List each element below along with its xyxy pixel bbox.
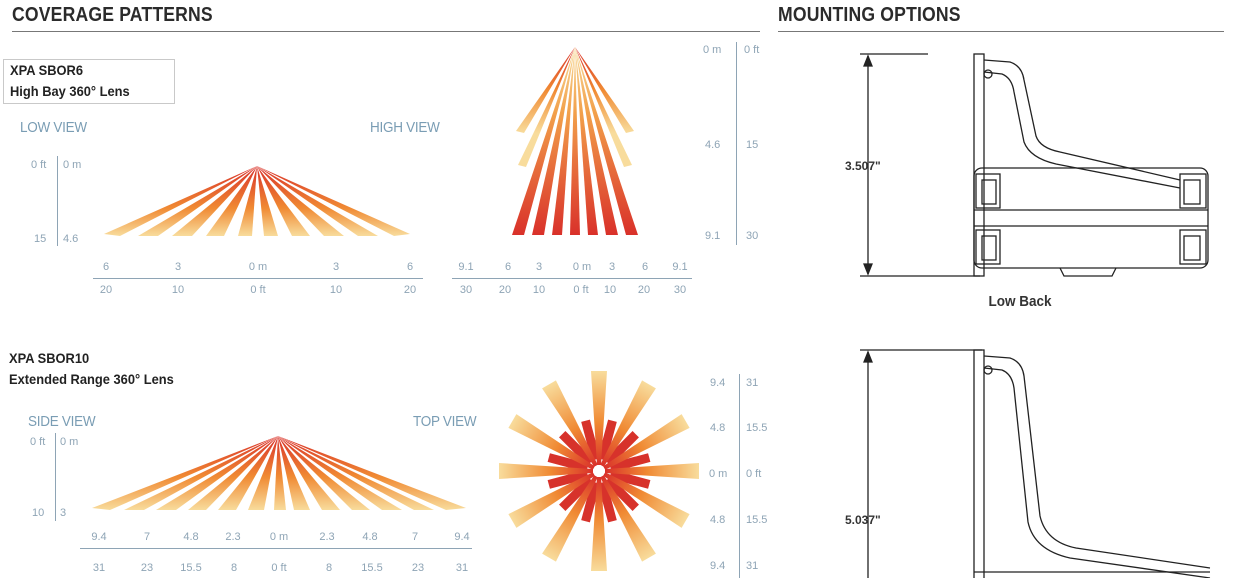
sbor6-lens-name: High Bay 360° Lens — [10, 83, 130, 99]
low-view-xft-3: 10 — [329, 284, 343, 296]
side-view-xft-5: 8 — [325, 562, 333, 574]
top-view-vft-1: 15.5 — [746, 422, 768, 434]
low-view-beam-fan — [104, 166, 410, 236]
top-view-vm-2: 0 m — [709, 468, 728, 480]
top-view-vm-4: 9.4 — [710, 560, 726, 572]
side-view-vm-1: 3 — [60, 507, 67, 519]
high-back-drawing — [860, 349, 1211, 578]
side-view-xm-8: 9.4 — [454, 531, 470, 543]
high-view-vm-0: 0 m — [703, 44, 722, 56]
side-view-vft-1: 10 — [32, 507, 45, 519]
low-view-xft-0: 20 — [99, 284, 113, 296]
side-view-xm-6: 4.8 — [362, 531, 378, 543]
sbor6-model: XPA SBOR6 — [10, 62, 84, 78]
low-view-xm-0: 6 — [102, 261, 110, 273]
high-view-beam-fan — [512, 47, 638, 235]
low-view-xft-4: 20 — [403, 284, 417, 296]
coverage-patterns-title: COVERAGE PATTERNS — [12, 4, 213, 26]
side-view-vaxis — [55, 433, 56, 521]
low-view-label: LOW VIEW — [20, 119, 87, 136]
side-view-xm-1: 7 — [143, 531, 151, 543]
side-view-xaxis — [80, 548, 472, 549]
high-view-xft-6: 30 — [673, 284, 687, 296]
low-view-xm-2: 0 m — [248, 261, 268, 273]
top-view-vm-3: 4.8 — [710, 514, 726, 526]
low-back-drawing — [860, 53, 1209, 277]
high-view-xm-2: 3 — [535, 261, 543, 273]
high-view-vm-2: 9.1 — [705, 230, 721, 242]
side-view-vm-0: 0 m — [60, 436, 79, 448]
high-view-vft-0: 0 ft — [744, 44, 760, 56]
low-view-xm-3: 3 — [332, 261, 340, 273]
high-view-xft-0: 30 — [459, 284, 473, 296]
high-view-xft-2: 10 — [532, 284, 546, 296]
sbor10-model: XPA SBOR10 — [9, 350, 90, 366]
high-view-vaxis — [736, 42, 737, 245]
sbor10-lens-name: Extended Range 360° Lens — [9, 371, 174, 387]
low-back-dimension: 3.507" — [845, 159, 881, 173]
high-view-xaxis — [452, 278, 692, 279]
side-view-xft-8: 31 — [455, 562, 469, 574]
side-view-xm-2: 4.8 — [183, 531, 199, 543]
low-view-vm-0: 0 m — [63, 159, 82, 171]
low-back-caption: Low Back — [988, 293, 1052, 310]
low-view-vaxis — [57, 156, 58, 246]
top-view-label: TOP VIEW — [413, 413, 477, 430]
high-view-xm-3: 0 m — [572, 261, 592, 273]
top-view-vm-1: 4.8 — [710, 422, 726, 434]
high-view-label: HIGH VIEW — [370, 119, 440, 136]
mounting-options-title: MOUNTING OPTIONS — [778, 4, 961, 26]
low-view-xft-1: 10 — [171, 284, 185, 296]
side-view-xm-0: 9.4 — [91, 531, 107, 543]
high-view-xm-5: 6 — [641, 261, 649, 273]
high-view-xm-1: 6 — [504, 261, 512, 273]
high-view-vm-1: 4.6 — [705, 139, 721, 151]
top-view-vft-3: 15.5 — [746, 514, 768, 526]
top-view-vft-0: 31 — [746, 377, 759, 389]
top-view-starburst — [499, 371, 699, 571]
low-view-vft-0: 0 ft — [31, 159, 47, 171]
high-view-xft-4: 10 — [603, 284, 617, 296]
low-view-xft-2: 0 ft — [250, 284, 266, 296]
side-view-beam-fan — [92, 436, 466, 510]
top-view-vft-4: 31 — [746, 560, 759, 572]
side-view-xft-6: 15.5 — [361, 562, 383, 574]
mounting-divider — [778, 31, 1224, 32]
high-view-xft-1: 20 — [498, 284, 512, 296]
side-view-xft-0: 31 — [92, 562, 106, 574]
high-view-vft-1: 15 — [746, 139, 759, 151]
side-view-xm-3: 2.3 — [225, 531, 241, 543]
side-view-vft-0: 0 ft — [30, 436, 46, 448]
low-view-vft-1: 15 — [34, 233, 47, 245]
high-view-xm-4: 3 — [608, 261, 616, 273]
coverage-divider — [12, 31, 760, 32]
high-view-vft-2: 30 — [746, 230, 759, 242]
side-view-xm-5: 2.3 — [319, 531, 335, 543]
sbor6-lens-box: XPA SBOR6 High Bay 360° Lens — [3, 59, 175, 104]
top-view-vaxis — [739, 374, 740, 578]
side-view-label: SIDE VIEW — [28, 413, 96, 430]
high-back-dimension: 5.037" — [845, 513, 881, 527]
low-view-xm-1: 3 — [174, 261, 182, 273]
top-view-vm-0: 9.4 — [710, 377, 726, 389]
high-view-xft-5: 20 — [637, 284, 651, 296]
side-view-xm-7: 7 — [411, 531, 419, 543]
side-view-xft-7: 23 — [411, 562, 425, 574]
top-view-vft-2: 0 ft — [746, 468, 762, 480]
side-view-xft-3: 8 — [230, 562, 238, 574]
side-view-xm-4: 0 m — [269, 531, 289, 543]
side-view-xft-4: 0 ft — [271, 562, 287, 574]
low-view-xaxis — [93, 278, 423, 279]
high-view-xm-6: 9.1 — [672, 261, 688, 273]
low-view-xm-4: 6 — [406, 261, 414, 273]
low-view-vm-1: 4.6 — [63, 233, 79, 245]
side-view-xft-1: 23 — [140, 562, 154, 574]
side-view-xft-2: 15.5 — [180, 562, 202, 574]
high-view-xm-0: 9.1 — [458, 261, 474, 273]
sbor10-lens-info: XPA SBOR10 Extended Range 360° Lens — [9, 348, 174, 390]
high-view-xft-3: 0 ft — [573, 284, 589, 296]
